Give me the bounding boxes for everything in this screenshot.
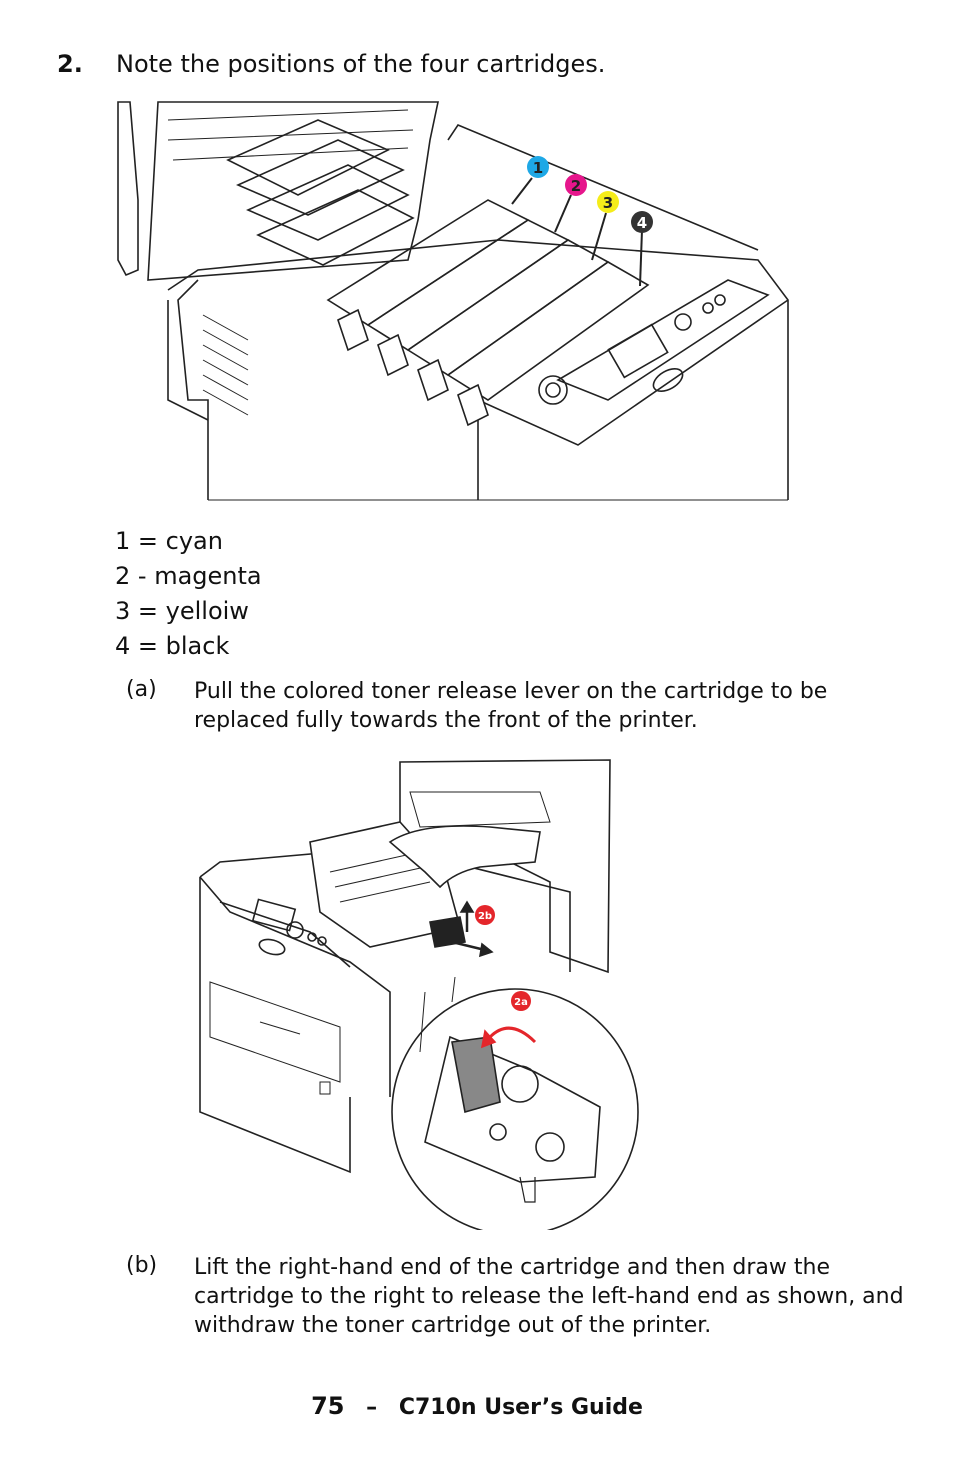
callout-2a: 2a [511, 991, 531, 1011]
printer-cartridges-figure: 1 2 3 4 [108, 100, 798, 502]
substep-b-text: Lift the right-hand end of the cartridge… [194, 1255, 904, 1338]
step-instruction: Note the positions of the four cartridge… [116, 50, 606, 78]
svg-text:1: 1 [533, 159, 543, 177]
cartridge-badge-3: 3 [597, 191, 619, 213]
guide-title: C710n User’s Guide [398, 1395, 643, 1420]
substep-a-text: Pull the colored toner release lever on … [194, 679, 828, 733]
legend-item: 4 = black [115, 632, 230, 660]
color-legend: 1 = cyan 2 - magenta 3 = yelloiw 4 = bla… [115, 524, 262, 664]
svg-text:2b: 2b [478, 911, 492, 922]
step-number: 2. [57, 50, 83, 78]
svg-text:2: 2 [571, 177, 581, 195]
page-number: 75 [311, 1392, 345, 1420]
substep-a-label: (a) [126, 677, 157, 702]
callout-2b: 2b [475, 905, 495, 925]
cartridge-badge-2: 2 [565, 174, 587, 196]
legend-item: 1 = cyan [115, 527, 223, 555]
legend-item: 2 - magenta [115, 562, 262, 590]
substep-b-label: (b) [126, 1253, 158, 1278]
cartridge-badge-1: 1 [527, 156, 549, 178]
svg-text:3: 3 [603, 194, 613, 212]
legend-item: 3 = yelloiw [115, 597, 249, 625]
footer-separator: – [366, 1395, 378, 1420]
cartridge-badge-4: 4 [631, 211, 653, 233]
svg-text:4: 4 [637, 214, 647, 232]
cartridge-removal-figure: 2b 2a [190, 752, 650, 1236]
svg-text:2a: 2a [514, 997, 528, 1008]
page-footer: 75 – C710n User’s Guide [0, 1392, 954, 1420]
